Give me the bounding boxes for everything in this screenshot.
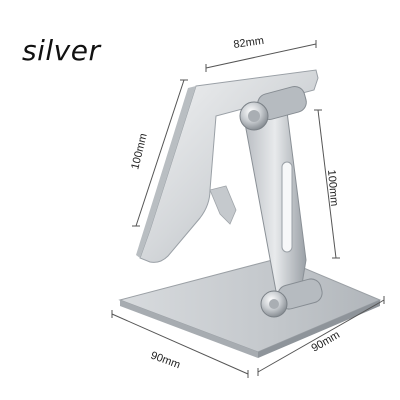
bottom-hinge — [260, 278, 323, 318]
dim-back-height: 100mm — [129, 132, 150, 171]
dimension-lines — [111, 40, 385, 378]
back-plate — [136, 69, 319, 263]
top-hinge — [239, 85, 307, 131]
arm-slot — [281, 161, 293, 253]
dim-top-width: 82mm — [233, 35, 265, 51]
base-plate — [118, 257, 382, 358]
color-caption: silver — [22, 34, 101, 67]
dim-arm-height: 100mm — [325, 169, 340, 207]
dim-base-depth: 90mm — [149, 350, 182, 372]
